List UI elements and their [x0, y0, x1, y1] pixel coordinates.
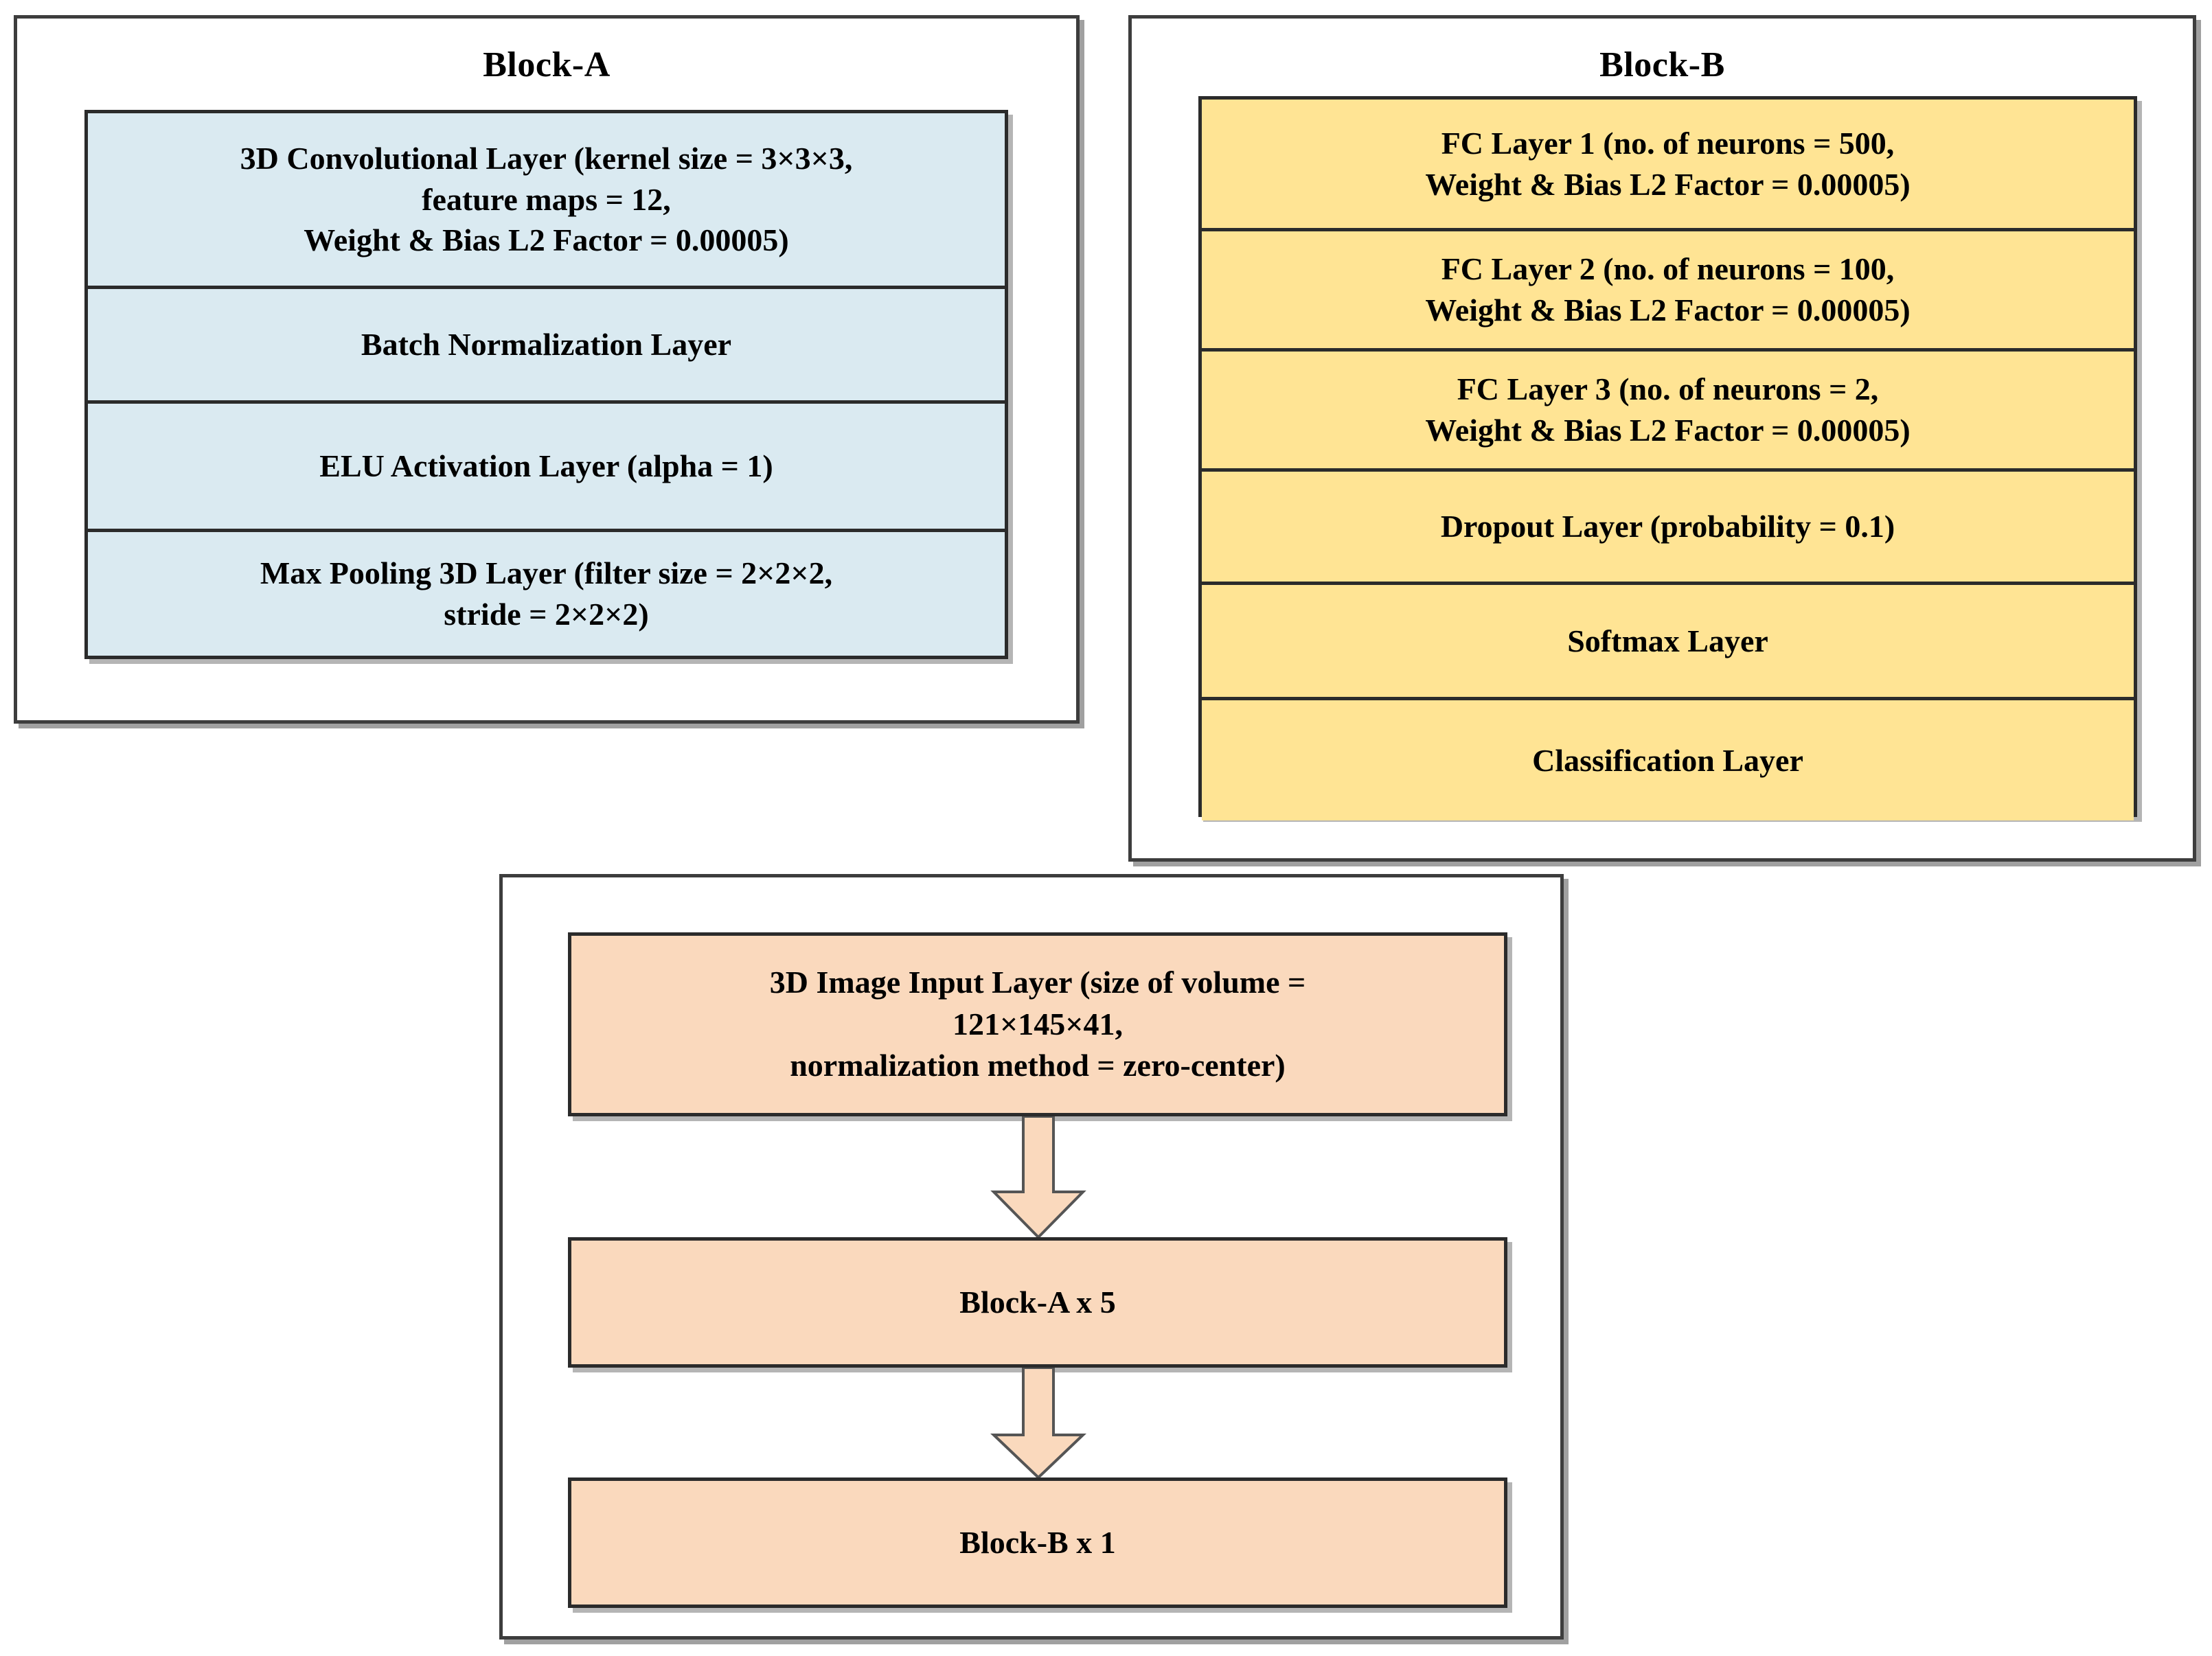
block-a-layer-elu[interactable]: ELU Activation Layer (alpha = 1): [88, 404, 1005, 532]
block-b-layer-fc1[interactable]: FC Layer 1 (no. of neurons = 500,Weight …: [1202, 100, 2134, 231]
pipeline-node-image-input-layer[interactable]: 3D Image Input Layer (size of volume =12…: [568, 932, 1507, 1116]
block-b-layer-fc3[interactable]: FC Layer 3 (no. of neurons = 2,Weight & …: [1202, 352, 2134, 472]
pipeline-node-block-b-x1[interactable]: Block-B x 1: [568, 1477, 1507, 1608]
block-a-layer-stack: 3D Convolutional Layer (kernel size = 3×…: [84, 110, 1008, 659]
down-arrow-icon-input-to-blocka: [990, 1116, 1086, 1239]
block-b-layer-stack: FC Layer 1 (no. of neurons = 500,Weight …: [1198, 96, 2137, 820]
block-b-layer-fc2[interactable]: FC Layer 2 (no. of neurons = 100,Weight …: [1202, 231, 2134, 352]
pipeline-node-block-a-x5[interactable]: Block-A x 5: [568, 1237, 1507, 1368]
block-a-layer-maxpool3d[interactable]: Max Pooling 3D Layer (filter size = 2×2×…: [88, 532, 1005, 656]
down-arrow-icon-blocka-to-blockb: [990, 1368, 1086, 1479]
block-a-layer-conv3d[interactable]: 3D Convolutional Layer (kernel size = 3×…: [88, 113, 1005, 289]
block-a-layer-batchnorm[interactable]: Batch Normalization Layer: [88, 289, 1005, 404]
block-b-layer-dropout[interactable]: Dropout Layer (probability = 0.1): [1202, 472, 2134, 585]
block-b-layer-classification[interactable]: Classification Layer: [1202, 700, 2134, 820]
block-a-title: Block-A: [483, 45, 611, 84]
block-b-title: Block-B: [1599, 45, 1725, 84]
block-b-layer-softmax[interactable]: Softmax Layer: [1202, 585, 2134, 700]
